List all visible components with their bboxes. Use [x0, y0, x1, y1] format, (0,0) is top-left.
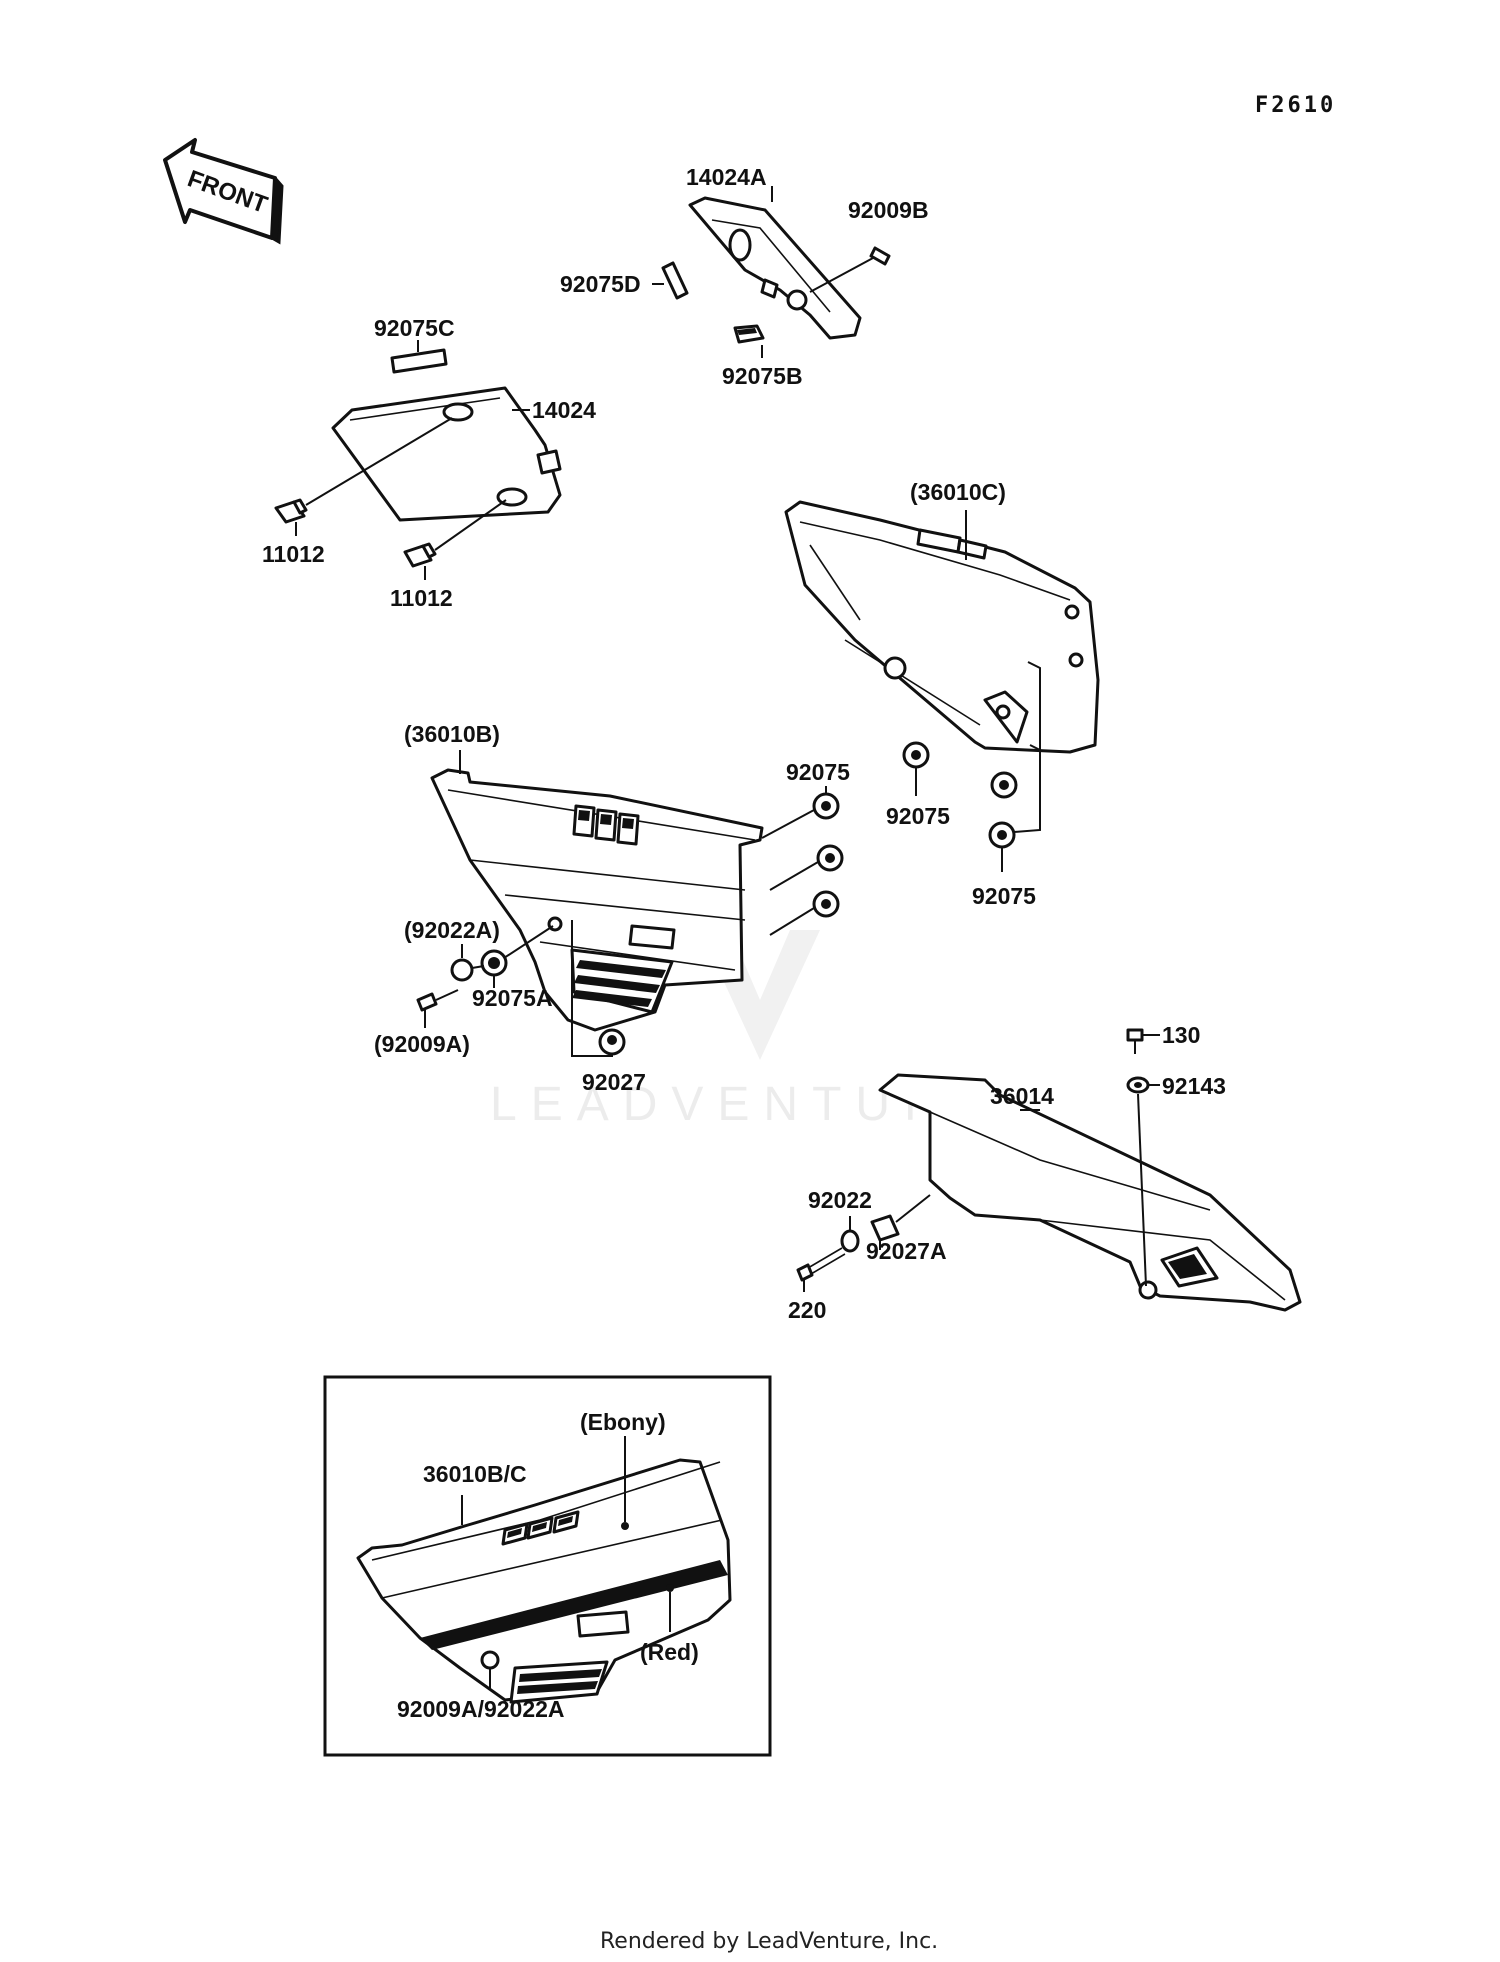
bracket-14024A	[688, 196, 862, 340]
grommets-92075-right	[902, 661, 1041, 872]
inset-label-red: (Red)	[640, 1639, 699, 1665]
callout-92075A: 92075A	[472, 985, 553, 1011]
callout-14024A: 14024A	[686, 164, 767, 190]
callout-11012-a: 11012	[262, 541, 325, 567]
screw-92009B	[809, 246, 891, 293]
bolt-130-washer-92143	[1126, 1028, 1160, 1287]
callout-92009B: 92009B	[848, 197, 929, 223]
callout-92009A: (92009A)	[374, 1031, 470, 1057]
callout-92022A: (92022A)	[404, 917, 500, 943]
side-cover-36010C	[784, 500, 1100, 754]
rubber-92075C	[390, 348, 448, 374]
callout-220: 220	[788, 1297, 826, 1323]
color-variant-inset	[323, 1375, 772, 1757]
inset-label-hardware: 92009A/92022A	[397, 1696, 565, 1722]
grommet-11012-b	[403, 499, 507, 568]
callout-92075-b: 92075	[886, 803, 950, 829]
hardware-92022-92027A-220	[796, 1194, 931, 1292]
callout-130: 130	[1162, 1022, 1200, 1048]
callout-36010B: (36010B)	[404, 721, 500, 747]
figure-code: F2610	[1255, 93, 1336, 118]
footer-credit: Rendered by LeadVenture, Inc.	[600, 1929, 938, 1954]
callout-36014: 36014	[990, 1083, 1054, 1109]
inset-label-ebony: (Ebony)	[580, 1409, 666, 1435]
front-arrow-icon: FRONT	[163, 138, 284, 245]
grommet-11012-a	[274, 417, 453, 524]
callout-92143: 92143	[1162, 1073, 1226, 1099]
rubber-92075D	[661, 261, 689, 300]
callout-92027: 92027	[582, 1069, 646, 1095]
bracket-14024	[331, 386, 562, 522]
hardware-92022A-92075A-92009A	[416, 925, 554, 1028]
callout-92075-a: 92075	[786, 759, 850, 785]
callout-92075D: 92075D	[560, 271, 641, 297]
callout-11012-b: 11012	[390, 585, 453, 611]
callout-92027A: 92027A	[866, 1238, 947, 1264]
callout-92075-c: 92075	[972, 883, 1036, 909]
callout-92075B: 92075B	[722, 363, 803, 389]
spacer-92027	[571, 920, 626, 1057]
chain-cover-36014	[878, 1073, 1302, 1312]
inset-label-part: 36010B/C	[423, 1461, 527, 1487]
callout-36010C: (36010C)	[910, 479, 1006, 505]
side-cover-36010B	[430, 768, 764, 1032]
callout-92022: 92022	[808, 1187, 872, 1213]
callout-14024: 14024	[532, 397, 596, 423]
grommets-92075-left	[761, 786, 844, 936]
callout-92075C: 92075C	[374, 315, 455, 341]
